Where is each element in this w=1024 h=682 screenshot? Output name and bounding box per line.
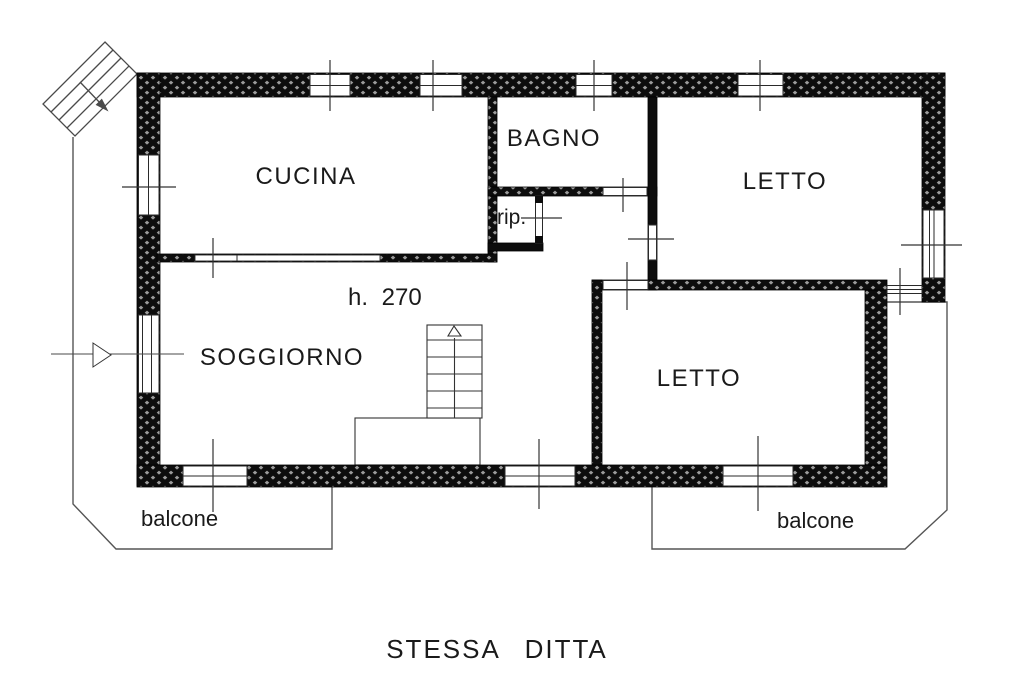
entrance-arrow-icon — [92, 342, 112, 368]
balcony-outline-left — [72, 137, 333, 550]
room-label-letto-top: LETTO — [743, 168, 827, 195]
balcony-label-right: balcone — [777, 508, 854, 533]
ceiling-height-note: h. 270 — [348, 284, 422, 311]
window — [504, 439, 576, 509]
door-letto-bottom — [602, 262, 649, 310]
door-letto-top — [628, 224, 674, 261]
wall-letto2-right — [864, 289, 888, 466]
stair-up-arrow-icon — [447, 324, 463, 337]
stair-landing — [354, 417, 481, 466]
stair-arrow-head-icon — [95, 98, 109, 112]
plan-caption: STESSA DITTA — [386, 634, 608, 664]
exterior-walls — [136, 72, 946, 488]
interior-doors — [194, 178, 674, 310]
room-label-letto-bottom: LETTO — [657, 365, 741, 392]
window-cucina-left — [122, 154, 176, 216]
opening-cucina-soggiorno — [194, 238, 381, 278]
balcony-door-right — [886, 268, 923, 315]
windows-bottom — [182, 436, 794, 512]
wall-letto2-left — [591, 279, 603, 466]
window — [575, 60, 613, 111]
internal-staircase — [354, 324, 483, 466]
wall-divider-bagno-letto — [647, 96, 658, 291]
entrance-door — [51, 314, 184, 394]
wall-left — [136, 72, 161, 487]
balcony-label-left: balcone — [141, 506, 218, 531]
stair-direction-arrow — [79, 81, 103, 106]
wall-top — [136, 72, 946, 98]
door-bagno — [602, 178, 648, 212]
window — [309, 60, 351, 111]
room-label-soggiorno: SOGGIORNO — [200, 344, 364, 371]
external-staircase — [42, 41, 138, 137]
wall-bagno-left — [487, 96, 498, 263]
window-letto-right — [901, 209, 962, 279]
window — [419, 60, 463, 111]
room-label-bagno: BAGNO — [507, 125, 601, 152]
window — [722, 436, 794, 511]
windows-top — [309, 60, 784, 111]
room-label-rip: rip. — [497, 206, 526, 229]
rip-right-wall — [521, 195, 562, 244]
room-label-cucina: CUCINA — [255, 163, 356, 190]
wall-rip-bottom — [487, 242, 544, 252]
window — [737, 60, 784, 111]
window — [182, 439, 248, 512]
interior-walls — [156, 96, 888, 466]
